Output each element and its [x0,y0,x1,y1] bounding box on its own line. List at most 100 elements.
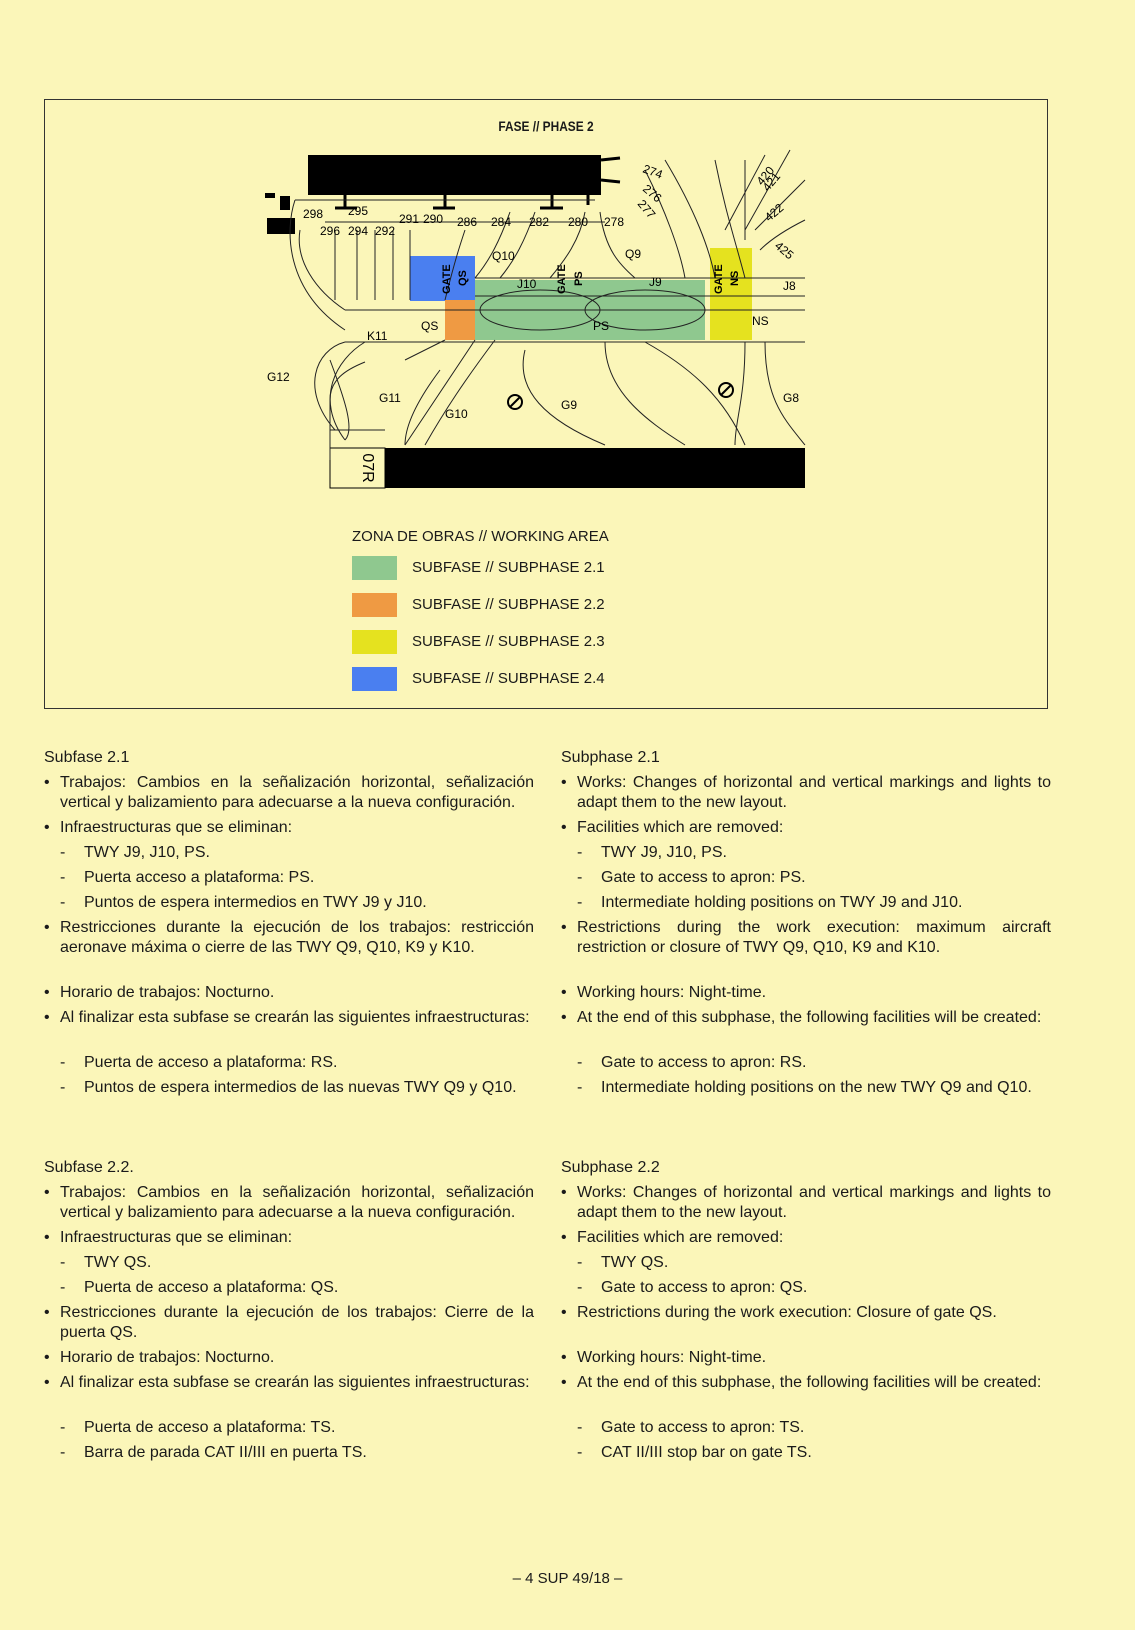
bullet-item: •Horario de trabajos: Nocturno. [44,983,534,1003]
sub-item: -Puerta acceso a plataforma: PS. [60,868,534,888]
sub-item-text: TWY J9, J10, PS. [84,844,210,861]
bullet-item: •Restrictions during the work execution:… [561,1303,1051,1323]
sub-item-text: Puntos de espera intermedios de las nuev… [84,1079,517,1096]
terminal-building [308,155,601,195]
gate-label: PS [573,271,585,286]
stand-label: 286 [457,215,477,229]
bullet-text: Horario de trabajos: Nocturno. [60,1349,275,1366]
sub-item-text: Puerta de acceso a plataforma: RS. [84,1054,338,1071]
sub-item-text: Puerta de acceso a plataforma: TS. [84,1419,336,1436]
working-area-2-3 [710,248,752,340]
taxiway-label: Q9 [625,247,641,261]
bullet-text: Trabajos: Cambios en la señalización hor… [60,1184,534,1221]
bullet-text: Restricciones durante la ejecución de lo… [60,919,534,956]
bullet-text: Trabajos: Cambios en la señalización hor… [60,774,534,811]
stand-label: 278 [604,215,624,229]
taxiway-label: J8 [783,279,796,293]
stand-label: 291 [399,212,419,226]
sub-item-text: Gate to access to apron: QS. [601,1279,808,1296]
sub-item: -Intermediate holding positions on the n… [577,1078,1051,1098]
stand-label: 425 [772,239,797,263]
bullet-text: Al finalizar esta subfase se crearán las… [60,1374,530,1391]
sub-item: -Barra de parada CAT II/III en puerta TS… [60,1443,534,1463]
bullet-item: •At the end of this subphase, the follow… [561,1373,1051,1393]
bullet-item: •Works: Changes of horizontal and vertic… [561,774,1051,811]
sub-item-text: Puerta de acceso a plataforma: QS. [84,1279,339,1296]
taxiway-label: Q10 [492,249,515,263]
taxiway-label: PS [593,319,609,333]
sub-item: -Puntos de espera intermedios de las nue… [60,1078,534,1098]
runway-label: 07R [359,453,376,482]
legend-label: SUBFASE // SUBPHASE 2.2 [412,596,605,613]
stand-label: 290 [423,212,443,226]
building-small-1 [265,193,275,198]
legend-swatch [352,593,397,617]
gate-label: QS [457,270,469,286]
taxiway-label: G12 [267,370,290,384]
bullet-text: Restricciones durante la ejecución de lo… [60,1304,534,1341]
bullet-item: •Horario de trabajos: Nocturno. [44,1348,534,1368]
taxiway-label: G10 [445,407,468,421]
sub-item: -CAT II/III stop bar on gate TS. [577,1443,1051,1463]
sub-item-text: TWY QS. [601,1254,669,1271]
section-title: Subfase 2.2. [44,1159,134,1176]
stand-label: 294 [348,224,368,238]
no-entry-icon [507,394,523,410]
sub-item: -Gate to access to apron: RS. [577,1053,1051,1073]
airport-map: 07R [265,149,806,489]
taxiway-label: G9 [561,398,577,412]
sub-item-text: TWY J9, J10, PS. [601,844,727,861]
legend-swatch [352,667,397,691]
bullet-text: Facilities which are removed: [577,819,784,836]
gate-label: NS [729,271,741,286]
gate-label: GATE [441,264,453,294]
bullet-text: Infraestructuras que se eliminan: [60,1229,293,1246]
taxiway-label: QS [421,319,438,333]
section-title: Subphase 2.2 [561,1159,660,1176]
legend-label: SUBFASE // SUBPHASE 2.3 [412,633,605,650]
sub-item: -Intermediate holding positions on TWY J… [577,893,1051,913]
bullet-item: •Al finalizar esta subfase se crearán la… [44,1373,534,1393]
sub-item: -TWY QS. [60,1253,534,1273]
bullet-item: •Facilities which are removed: [561,1228,1051,1248]
bullet-text: Al finalizar esta subfase se crearán las… [60,1009,530,1026]
sub-item-text: Intermediate holding positions on TWY J9… [601,894,963,911]
stand-label: 274 [641,162,665,182]
bullet-item: •Restrictions during the work execution:… [561,919,1051,956]
legend-swatch [352,630,397,654]
gate-label: GATE [556,264,568,294]
bullet-item: •At the end of this subphase, the follow… [561,1008,1051,1028]
stand-label: 284 [491,215,511,229]
bullet-item: •Working hours: Night-time. [561,983,1051,1003]
sub-item: -Puerta de acceso a plataforma: QS. [60,1278,534,1298]
jet-bridges [335,156,621,210]
bullet-item: •Infraestructuras que se eliminan: [44,818,534,838]
taxiway-label: J10 [517,277,537,291]
bullet-item: •Facilities which are removed: [561,818,1051,838]
sub-item: -TWY QS. [577,1253,1051,1273]
bullet-item: •Working hours: Night-time. [561,1348,1051,1368]
figure-frame: FASE // PHASE 2 07R [44,99,1048,709]
stand-label: 422 [762,200,787,224]
bullet-text: Works: Changes of horizontal and vertica… [577,774,1051,811]
stand-label: 295 [348,204,368,218]
sub-item-text: Gate to access to apron: RS. [601,1054,807,1071]
sub-item: -Puerta de acceso a plataforma: RS. [60,1053,534,1073]
gate-label: GATE [713,264,725,294]
stand-label: 282 [529,215,549,229]
sub-item-text: Intermediate holding positions on the ne… [601,1079,1032,1096]
bullet-item: •Infraestructuras que se eliminan: [44,1228,534,1248]
taxiway-lines [289,149,806,460]
bullet-text: At the end of this subphase, the followi… [577,1009,1042,1026]
sub-item-text: Barra de parada CAT II/III en puerta TS. [84,1444,367,1461]
bullet-text: Facilities which are removed: [577,1229,784,1246]
building-small-2 [280,196,290,210]
sub-item-text: Puerta acceso a plataforma: PS. [84,869,315,886]
working-area-2-4 [410,256,475,301]
bullet-item: •Trabajos: Cambios en la señalización ho… [44,774,534,811]
building-small-3 [267,218,295,234]
runway-threshold [329,447,386,489]
bullet-text: Horario de trabajos: Nocturno. [60,984,275,1001]
taxiway-label: K11 [367,329,388,343]
stand-label: 296 [320,224,340,238]
